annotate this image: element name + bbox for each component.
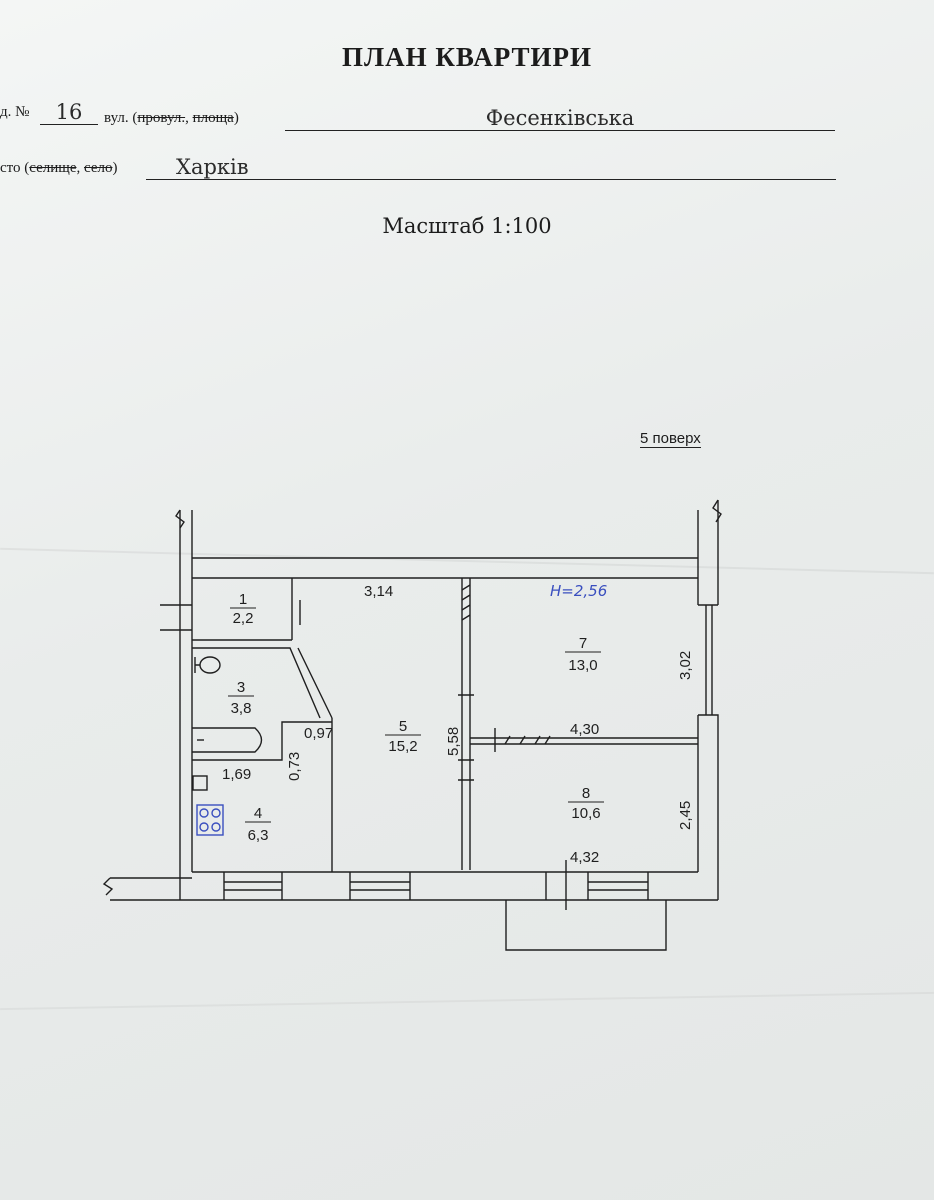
room-7-number: 7	[579, 635, 587, 652]
scale-label: Масштаб 1:100	[382, 214, 552, 238]
room-8-area: 10,6	[571, 805, 600, 822]
dimension-room7-width: 4,30	[570, 721, 599, 738]
city-type-label: сто (селище, село)	[0, 160, 118, 176]
dimension-bath-wall: 0,97	[304, 725, 333, 742]
city-name-field: Харків	[146, 155, 836, 180]
dimension-room8-width: 4,32	[570, 849, 599, 866]
room-1-number: 1	[239, 591, 247, 608]
dimension-bath-depth: 0,73	[286, 752, 303, 781]
document-title: ПЛАН КВАРТИРИ	[341, 42, 593, 72]
street-name-field: Фесенківська	[285, 106, 835, 131]
dimension-room8-depth: 2,45	[677, 801, 694, 830]
room-4-number: 4	[254, 805, 262, 822]
address-line: д. №	[0, 104, 29, 121]
dimension-top: 3,14	[364, 583, 393, 600]
street-type-label: вул. (провул., площа)	[104, 110, 239, 126]
room-3-area: 3,8	[231, 700, 252, 717]
dimension-hall-length: 5,58	[445, 727, 462, 756]
room-8-number: 8	[582, 785, 590, 802]
room-5-area: 15,2	[388, 738, 417, 755]
room-5-number: 5	[399, 718, 407, 735]
dimension-kitchen-width: 1,69	[222, 766, 251, 783]
room-4-area: 6,3	[248, 827, 269, 844]
dimension-room7-depth: 3,02	[677, 651, 694, 680]
house-number-field: 16	[40, 100, 98, 125]
room-1-area: 2,2	[233, 610, 254, 627]
floor-label: 5 поверх	[640, 430, 701, 448]
house-label: д. №	[0, 104, 30, 120]
ceiling-height-note: Н=2,56	[550, 582, 607, 600]
room-3-number: 3	[237, 679, 245, 696]
room-7-area: 13,0	[568, 657, 597, 674]
